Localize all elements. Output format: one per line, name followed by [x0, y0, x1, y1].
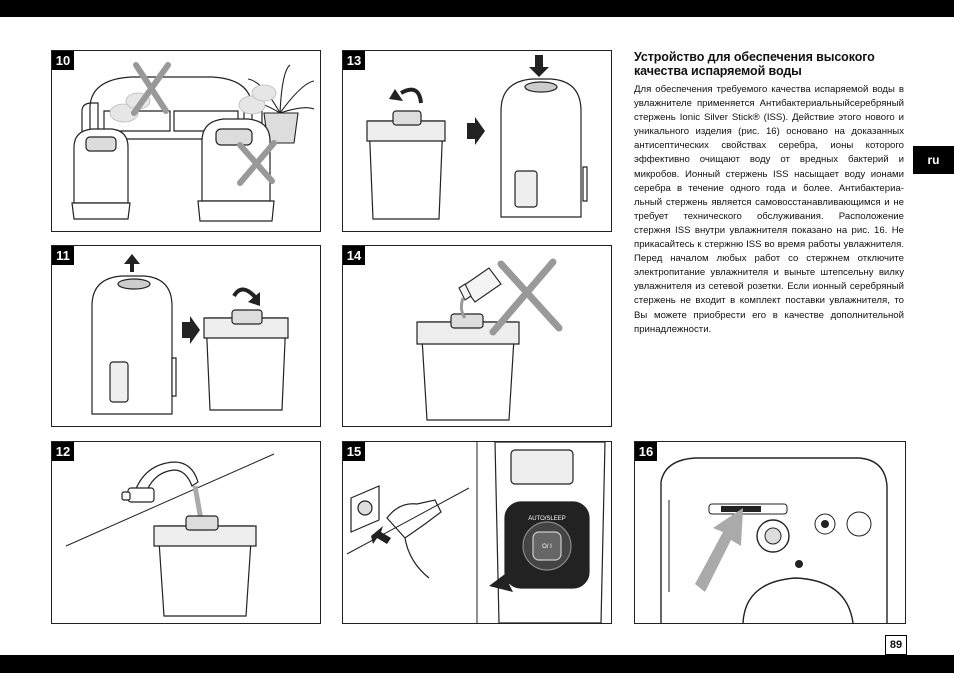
page-number: 89 — [885, 635, 907, 655]
figure-13-panel: 13 — [342, 50, 612, 232]
figure-14-panel: 14 — [342, 245, 612, 427]
curved-arrow-icon — [232, 287, 258, 300]
figure-16-panel: 16 — [634, 441, 906, 624]
figure-number: 12 — [52, 442, 74, 461]
arrow-up-icon — [124, 254, 140, 272]
figure-13-illustration — [366, 55, 588, 220]
arrow-right-icon — [489, 568, 523, 592]
language-tab: ru — [913, 146, 954, 174]
figure-10-panel: 10 — [51, 50, 321, 232]
arrow-up-icon — [695, 508, 743, 592]
arrow-right-icon — [467, 117, 485, 145]
figure-14-illustration — [416, 258, 563, 421]
arrow-down-icon — [529, 55, 549, 77]
power-label: O/ I — [542, 544, 552, 550]
figure-11-panel: 11 — [51, 245, 321, 427]
text-column: Устройство для обеспечения высокого каче… — [634, 50, 904, 337]
figure-12-illustration — [65, 453, 275, 617]
water-tap-icon — [121, 461, 199, 503]
power-button-icon — [532, 531, 562, 561]
figure-10-illustration — [71, 62, 315, 222]
figure-number: 14 — [343, 246, 365, 265]
section-heading: Устройство для обеспечения высокого каче… — [634, 50, 875, 78]
power-plug-icon — [350, 485, 442, 579]
arrow-right-icon — [182, 316, 200, 344]
figure-number: 11 — [52, 246, 74, 265]
figure-number: 15 — [343, 442, 365, 461]
figure-15-illustration: AUTO/SLEEP O/ I — [346, 442, 606, 623]
cross-mark-icon — [131, 62, 277, 186]
figure-number: 16 — [635, 442, 657, 461]
figure-15-panel: 15 AUTO/SLEEP O/ I — [342, 441, 612, 624]
bottom-bar — [0, 655, 954, 673]
curved-arrow-icon — [400, 87, 423, 104]
figure-11-illustration — [91, 254, 289, 415]
figure-number: 10 — [52, 51, 74, 70]
figure-16-illustration — [660, 457, 888, 623]
cross-mark-icon — [489, 258, 563, 336]
section-body: Для обеспечения требуемого качества испа… — [634, 84, 904, 335]
top-bar — [0, 0, 954, 17]
figure-number: 13 — [343, 51, 365, 70]
figure-12-panel: 12 — [51, 441, 321, 624]
auto-sleep-label: AUTO/SLEEP — [528, 516, 566, 522]
arrow-right-icon — [371, 526, 391, 544]
